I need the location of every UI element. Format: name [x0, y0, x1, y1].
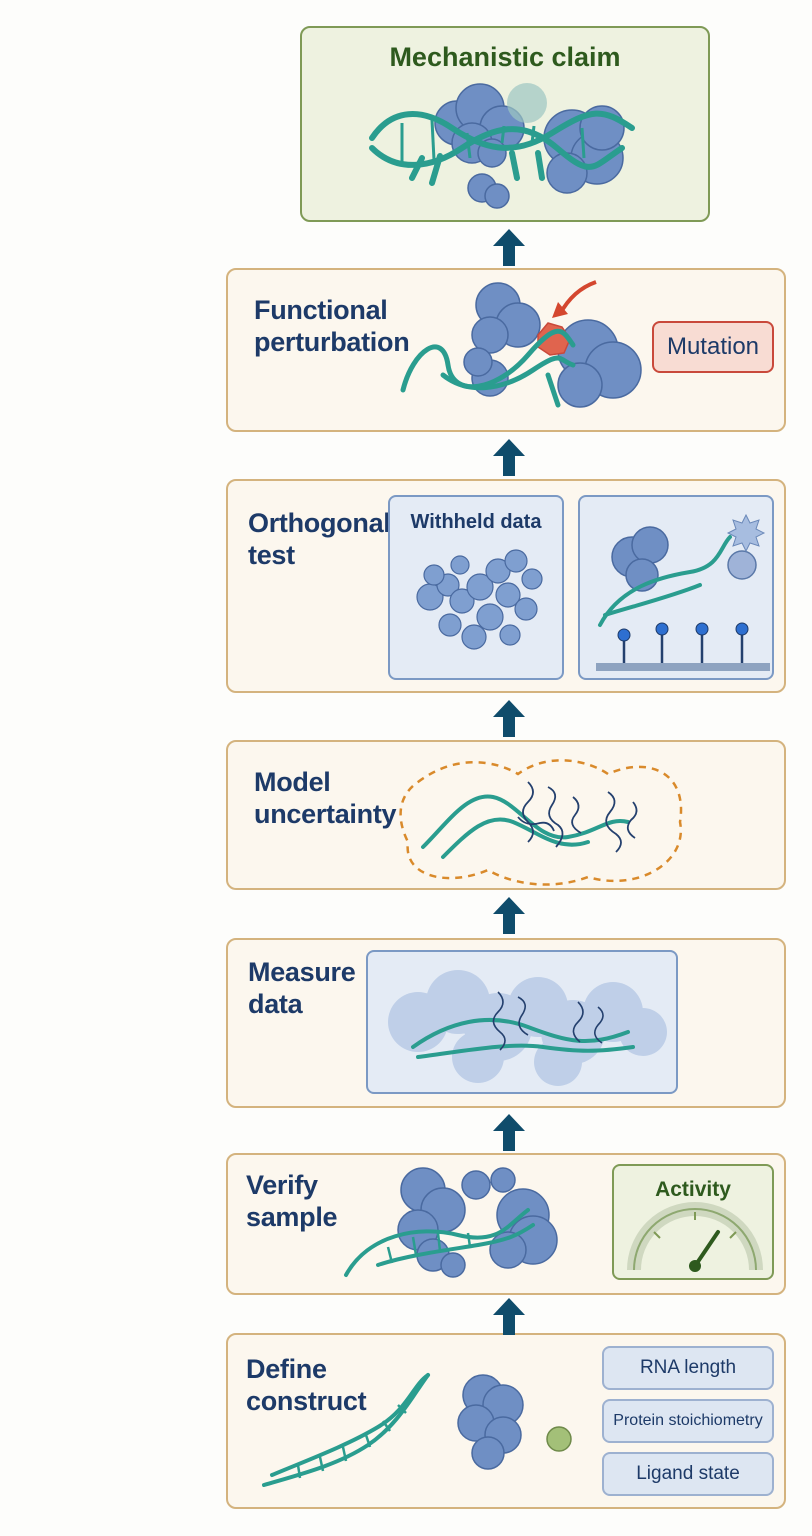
withheld-data-panel: Withheld data — [388, 495, 564, 680]
rna-hairpin-icon — [262, 1373, 430, 1487]
activity-label: Activity — [655, 1178, 731, 1201]
stage-title: Measure data — [248, 957, 356, 1020]
param-ligand-state: Ligand state — [602, 1452, 774, 1496]
activity-gauge-box: Activity — [612, 1164, 774, 1280]
param-protein-stoichiometry: Protein stoichiometry — [602, 1399, 774, 1443]
gauge-icon — [627, 1202, 763, 1272]
protein-blob-icon — [457, 1374, 524, 1470]
withheld-data-label: Withheld data — [410, 511, 542, 533]
up-arrow-icon — [493, 1114, 525, 1151]
mutation-pointer-icon — [558, 280, 597, 315]
stage-title: Define construct — [246, 1354, 367, 1417]
stage-title: Verify sample — [246, 1170, 338, 1233]
density-map-illustration — [388, 970, 667, 1086]
up-arrow-icon — [493, 897, 525, 934]
mechanistic-claim-title: Mechanistic claim — [389, 42, 621, 72]
mechanistic-claim-box: Mechanistic claim — [300, 26, 710, 222]
mutation-badge: Mutation — [652, 321, 774, 373]
sample-complex-illustration — [344, 1167, 558, 1278]
binding-assay-illustration — [596, 513, 770, 671]
binding-assay-panel — [578, 495, 774, 680]
density-map-panel — [366, 950, 678, 1094]
up-arrow-icon — [493, 229, 525, 266]
sensor-surface-icon — [596, 663, 770, 671]
stage-title: Functional perturbation — [254, 295, 410, 358]
stage-model-uncertainty: Model uncertainty — [226, 740, 786, 890]
withheld-density-map — [416, 549, 543, 650]
uncertainty-envelope-illustration — [399, 759, 683, 886]
up-arrow-icon — [493, 700, 525, 737]
ligand-sphere-icon — [727, 550, 757, 580]
up-arrow-icon — [493, 439, 525, 476]
uncertainty-outline — [399, 759, 683, 886]
gauge-needle — [693, 1230, 720, 1268]
stage-title: Orthogonal test — [248, 508, 391, 571]
up-arrow-icon — [493, 1298, 525, 1335]
translucent-protein-icon — [507, 83, 547, 123]
protein-rna-complex-illustration — [369, 83, 635, 209]
perturbed-complex-illustration — [400, 280, 642, 408]
star-burst-icon — [726, 513, 766, 553]
stage-title: Model uncertainty — [254, 767, 397, 830]
param-rna-length: RNA length — [602, 1346, 774, 1390]
ligand-sphere-icon — [546, 1426, 572, 1452]
construct-components-illustration — [262, 1373, 572, 1487]
